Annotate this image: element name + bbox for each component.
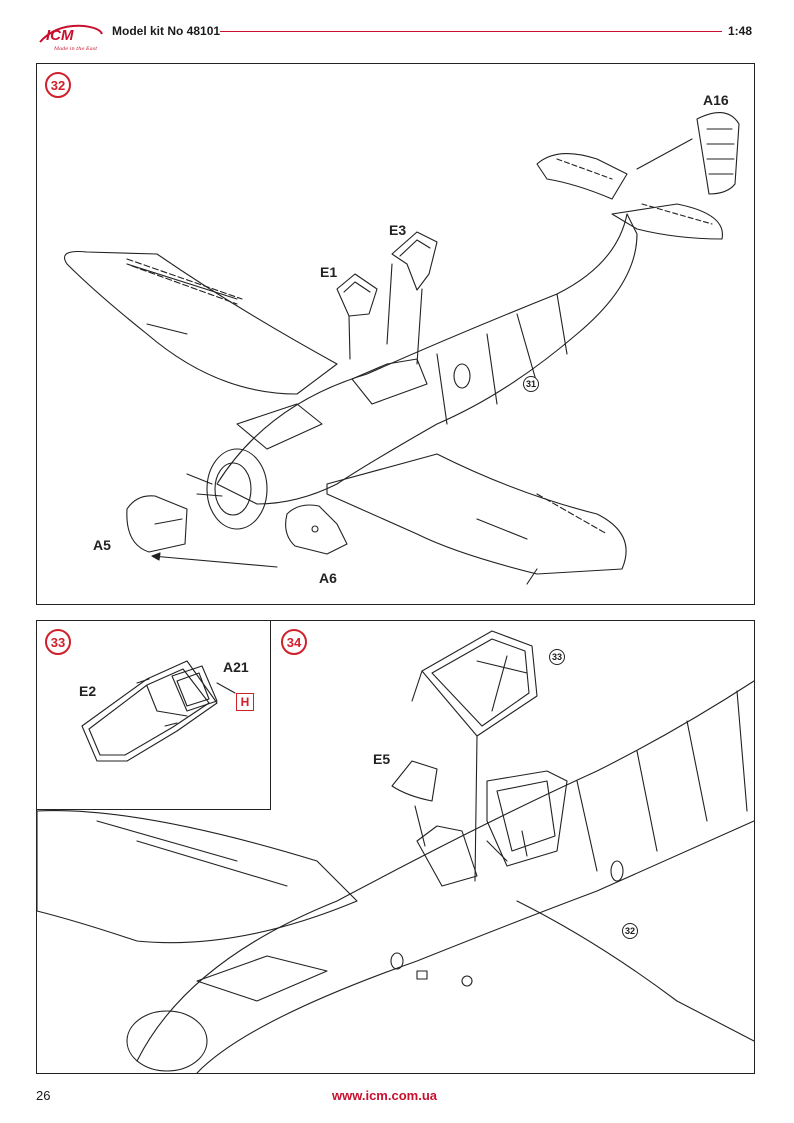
reference-step-31: 31: [523, 376, 539, 392]
step-32-panel: 32: [36, 63, 755, 605]
step-34-badge: 34: [281, 629, 307, 655]
page-number: 26: [36, 1088, 51, 1103]
part-label-e5: E5: [373, 751, 391, 767]
reference-step-32: 32: [622, 923, 638, 939]
part-label-e2: E2: [79, 683, 97, 699]
kit-label: Model kit No 48101: [112, 24, 221, 38]
marker-h-box: H: [236, 693, 254, 711]
icm-logo: ICM Made in the East: [39, 24, 103, 52]
part-label-e1: E1: [320, 264, 338, 280]
part-label-a5: A5: [93, 537, 111, 553]
logo-tagline: Made in the East: [53, 46, 98, 52]
step-33-panel: 33 A21 E2 H: [36, 620, 271, 810]
footer-url[interactable]: www.icm.com.ua: [332, 1088, 437, 1103]
step-33-badge: 33: [45, 629, 71, 655]
step-34-drawing: [36, 630, 755, 1074]
part-label-a6: A6: [319, 570, 337, 586]
step-33-drawing: [81, 660, 236, 762]
part-label-e3: E3: [389, 222, 407, 238]
part-label-a16: A16: [703, 92, 729, 108]
logo-text: ICM: [46, 27, 74, 44]
reference-step-33: 33: [549, 649, 565, 665]
part-label-a21: A21: [223, 659, 249, 675]
step-32-badge: 32: [45, 72, 71, 98]
scale-label: 1:48: [728, 24, 753, 38]
step-32-drawing: [63, 112, 740, 585]
header-rule: [220, 31, 722, 32]
